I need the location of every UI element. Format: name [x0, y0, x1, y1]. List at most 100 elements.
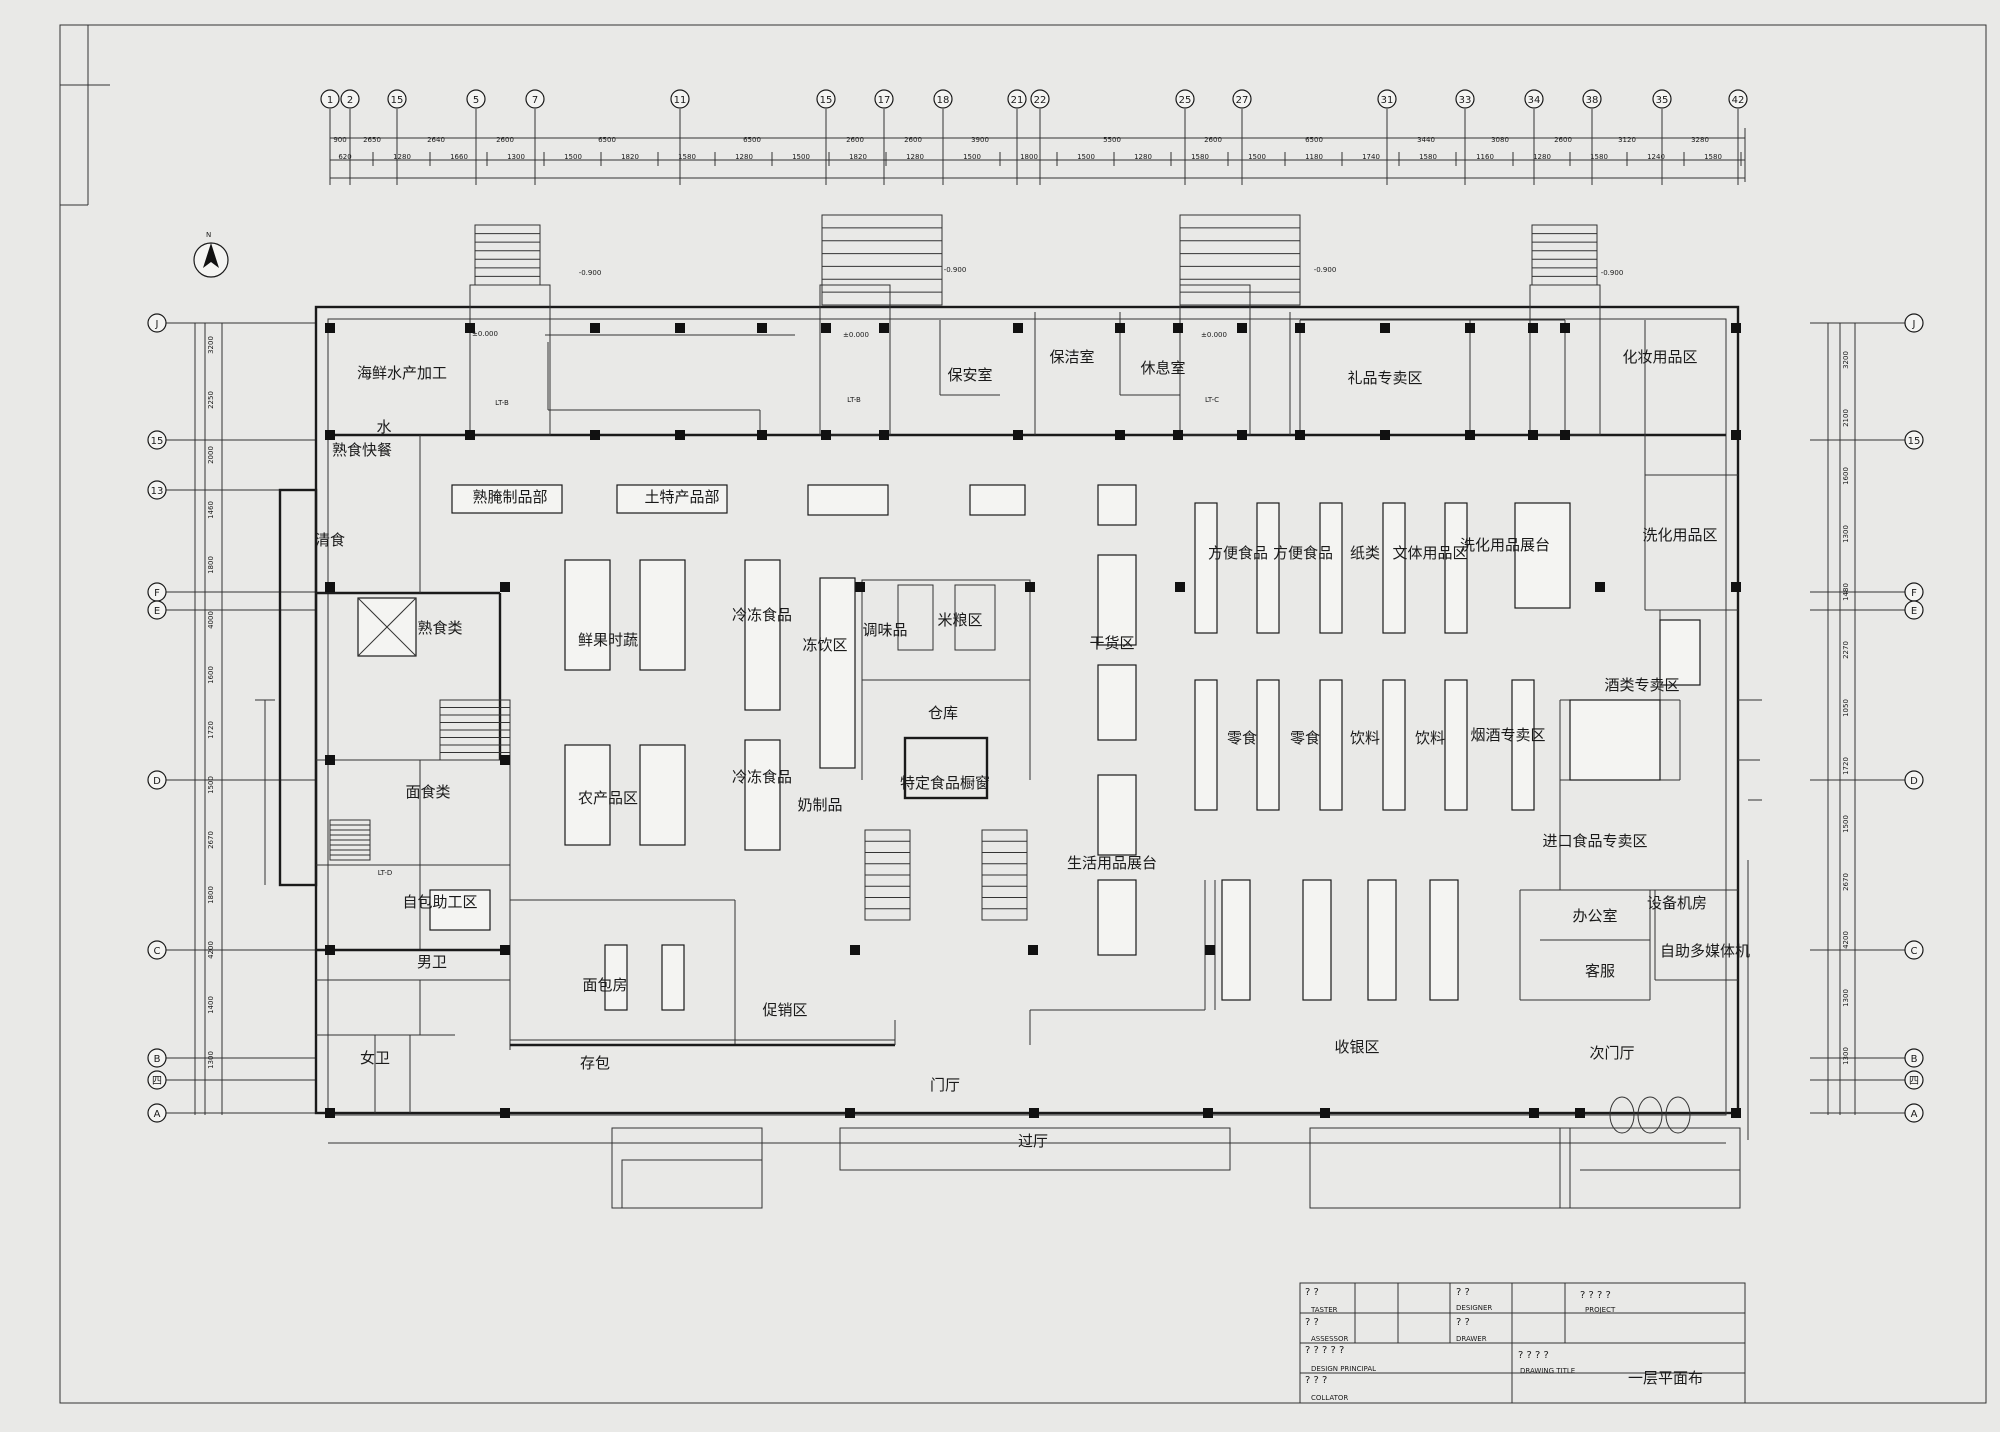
grid-bubble-top — [320, 89, 340, 109]
sheet-name: 一层平面布 — [1628, 1369, 1703, 1387]
grid-label-left: D — [153, 776, 161, 787]
dim-text: 620 — [338, 153, 351, 161]
grid-label-top: 17 — [878, 95, 891, 106]
stair-label: LT-B — [495, 399, 509, 407]
grid-label-right: B — [1911, 1054, 1918, 1065]
column — [1528, 323, 1538, 333]
grid-label-left: 15 — [151, 436, 164, 447]
grid-label-right: E — [1911, 606, 1917, 617]
title-block-text: ? ?TASTER? ?ASSESSOR? ? ? ? ?DESIGN PRIN… — [1305, 1287, 1703, 1402]
title-row-en: DESIGN PRINCIPAL — [1311, 1365, 1376, 1373]
top-stair-towers — [329, 214, 1601, 921]
grid-label-top: 31 — [1381, 95, 1394, 106]
column — [1731, 430, 1741, 440]
dim-text: 2640 — [427, 136, 445, 144]
dim-text-right: 1050 — [1842, 699, 1850, 717]
stair-label: LT-D — [378, 869, 393, 877]
grid-bubble-right — [1904, 600, 1924, 620]
top-dimension-lines — [329, 128, 1746, 182]
dim-text: 1180 — [1305, 153, 1323, 161]
grid-bubble-right — [1904, 940, 1924, 960]
grid-label-top: 1 — [327, 95, 333, 106]
zone-label: 面包房 — [582, 976, 627, 994]
grid-bubble-left — [147, 600, 167, 620]
shelf-unit — [1194, 679, 1218, 811]
column — [325, 1108, 335, 1118]
grid-bubble-top — [1455, 89, 1475, 109]
dim-text-left: 1400 — [207, 996, 215, 1014]
sheet-frame — [59, 24, 1987, 1404]
column — [1173, 323, 1183, 333]
column — [879, 323, 889, 333]
zone-label: 自包助工区 — [402, 893, 477, 911]
grid-label-left: E — [154, 606, 160, 617]
checkout-counter — [1302, 879, 1332, 1001]
zone-label: 冷冻食品 — [732, 606, 792, 624]
zone-label: 方便食品 — [1273, 544, 1333, 562]
stair-label: LT-B — [847, 396, 861, 404]
shelf-unit — [1256, 679, 1280, 811]
dim-text-left: 2250 — [207, 391, 215, 409]
column — [590, 430, 600, 440]
grid-label-top: 38 — [1586, 95, 1599, 106]
column — [1115, 323, 1125, 333]
display-stand — [1097, 484, 1137, 526]
revolving-door — [1665, 1096, 1691, 1134]
dim-text: 1280 — [1533, 153, 1551, 161]
elevator-x — [357, 597, 417, 657]
dim-text: 1820 — [621, 153, 639, 161]
shelf-unit — [1444, 679, 1468, 811]
grid-bubble-top — [1175, 89, 1195, 109]
elevation-mark: -0.900 — [579, 269, 602, 277]
liquor-counter — [1569, 699, 1661, 781]
zone-label: 农产品区 — [578, 789, 638, 807]
stair-core — [1179, 284, 1251, 436]
drawer-cn: ? ? — [1456, 1317, 1470, 1328]
column — [1529, 1108, 1539, 1118]
dim-text-right: 3200 — [1842, 351, 1850, 369]
dim-text: 1500 — [963, 153, 981, 161]
dim-text-left: 3200 — [207, 336, 215, 354]
column — [1013, 430, 1023, 440]
zone-label: 进口食品专卖区 — [1542, 832, 1647, 850]
grid-bubble-top — [933, 89, 953, 109]
grid-bubble-right — [1904, 430, 1924, 450]
column — [325, 430, 335, 440]
exterior-stair — [1179, 214, 1301, 306]
grid-bubble-top — [525, 89, 545, 109]
dim-text-left: 2670 — [207, 831, 215, 849]
dim-text: 2600 — [846, 136, 864, 144]
grid-label-left: 四 — [152, 1076, 162, 1087]
dim-text: 1500 — [1248, 153, 1266, 161]
dim-text: 2600 — [1204, 136, 1222, 144]
designer-en: DESIGNER — [1456, 1304, 1492, 1312]
zone-label: 水 — [376, 418, 391, 436]
column — [1295, 323, 1305, 333]
grid-label-right: F — [1911, 588, 1917, 599]
zone-label: 冷冻食品 — [732, 768, 792, 786]
title-row-cn: ? ? — [1305, 1317, 1319, 1328]
column — [325, 323, 335, 333]
dim-text: 1500 — [1077, 153, 1095, 161]
column — [1025, 582, 1035, 592]
grid-label-top: 7 — [532, 95, 538, 106]
grid-bubble-left — [147, 1103, 167, 1123]
column — [325, 755, 335, 765]
zone-label: 熟食快餐 — [332, 441, 392, 459]
zone-label: 清食 — [315, 531, 345, 549]
column — [1528, 430, 1538, 440]
column — [1731, 582, 1741, 592]
zone-label: 米粮区 — [937, 611, 982, 629]
grid-label-top: 18 — [937, 95, 950, 106]
grid-label-top: 2 — [347, 95, 353, 106]
column — [675, 430, 685, 440]
column — [850, 945, 860, 955]
dim-text: 1580 — [1704, 153, 1722, 161]
revolving-door — [1637, 1096, 1663, 1134]
dim-text: 1580 — [678, 153, 696, 161]
dim-text-left: 1720 — [207, 721, 215, 739]
zone-label: 奶制品 — [797, 796, 842, 814]
zone-label: 饮料 — [1350, 729, 1380, 747]
